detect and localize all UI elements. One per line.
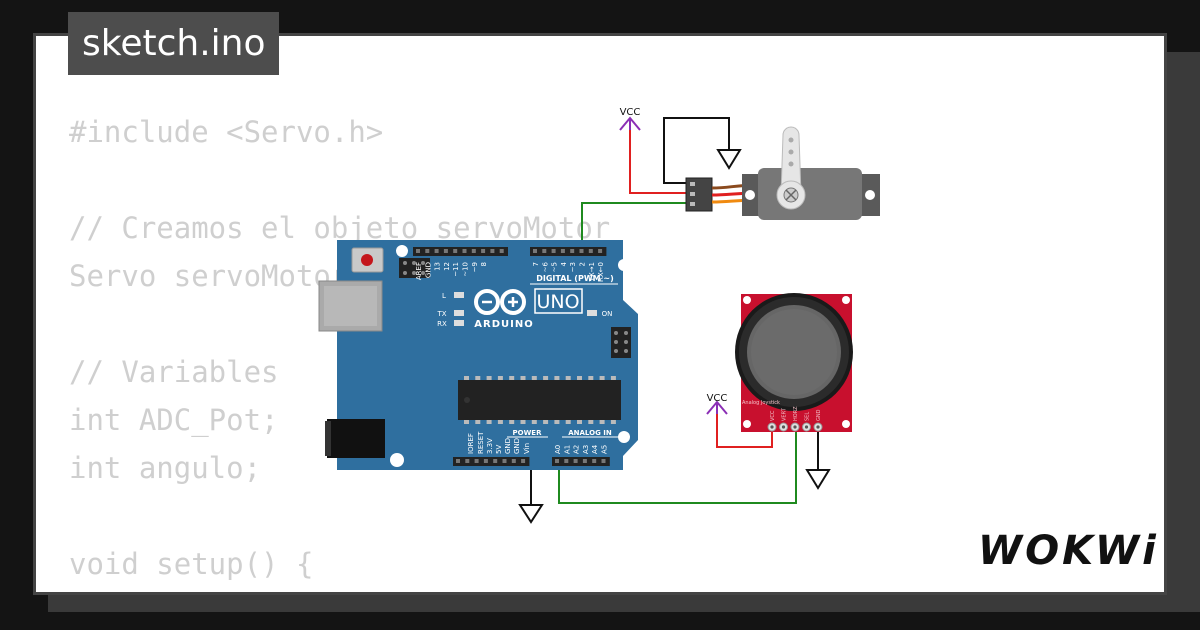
servo-vcc-wire [629,130,688,194]
digital-header-right [530,247,607,256]
servo-body [758,168,862,220]
analog-pin-label: A4 [591,444,599,454]
joystick-pin-label: GND [816,409,822,421]
analog-pin-label: A0 [554,445,562,454]
digital-pin-label: 2 [579,262,587,266]
power-pin-label: IOREF [467,433,475,454]
ground-symbol-arduino [518,504,544,524]
digital-pin-label: 13 [434,262,442,271]
digital-header-left [413,247,508,256]
led-on [587,310,597,316]
digital-pin-label: AREF [415,262,423,280]
joystick-signal-wire [558,428,797,504]
digital-pin-label: ~5 [551,262,559,272]
digital-pin-label: RX←0 [597,262,605,282]
power-label: POWER [513,429,543,437]
page-title: sketch.ino [68,12,280,75]
code-line: int ADC_Pot; [69,403,279,437]
power-pin-label: GND [513,438,521,454]
digital-pin-label: 12 [443,262,451,271]
servo-connector [685,177,713,212]
led-l-label: L [442,292,446,300]
servo-motor[interactable] [685,126,880,220]
code-line: void setup() { [69,547,314,581]
code-line: #include <Servo.h> [69,115,384,149]
digital-pin-label: ~6 [541,261,549,272]
joystick-pin-label: VCC [770,410,776,421]
digital-pin-label: 8 [480,262,488,266]
icsp-header-top [399,258,430,278]
vcc-symbol-servo: VCC [619,107,641,131]
analog-pin-label: A3 [582,445,590,454]
vcc-label-servo: VCC [620,107,641,118]
led-l [454,292,464,298]
dc-power-jack [327,419,385,458]
arduino-model: UNO [536,291,579,313]
atmega-chip [458,380,621,420]
power-pin-label: Vin [523,443,531,454]
digital-pin-label: GND [424,262,432,278]
analog-joystick[interactable]: Analog Joystick VCC VERT HORZ SEL GND [735,293,853,432]
code-line: int angulo; [69,451,262,485]
digital-pin-label: 7 [532,262,540,266]
vcc-label-joystick: VCC [707,393,728,404]
digital-pin-label: ~11 [452,262,460,277]
joystick-pins: VCC VERT HORZ SEL GND [767,406,823,432]
analog-pin-label: A1 [563,445,571,454]
led-rx-label: RX [437,320,447,328]
code-line: // Creamos el objeto servoMotor [69,211,611,245]
digital-pin-label: ~3 [569,262,577,272]
analog-pin-label: A2 [573,445,581,454]
joystick-vcc-wire [716,414,773,448]
reset-button-icon [361,254,373,266]
power-pin-label: GND [504,438,512,454]
servo-ground-wire [663,117,730,184]
power-pin-label: 3.3V [486,438,494,454]
joystick-pin-label: VERT [782,407,788,421]
code-line: // Variables [69,355,279,389]
led-tx-label: TX [436,310,446,318]
analog-header [552,457,610,466]
digital-label: DIGITAL (PWM ~) [536,274,614,283]
joystick-label: Analog Joystick [742,400,780,406]
digital-pin-label: 4 [560,261,568,266]
digital-pin-label: ~9 [471,262,479,272]
servo-signal-wire [581,202,688,249]
joystick-pin-label: SEL [805,412,811,421]
arduino-logo-icon [474,289,526,315]
arduino-brand: ARDUINO [474,319,533,330]
analog-pin-label: A5 [601,445,609,454]
power-pin-label: 5V [495,445,503,454]
ground-symbol-joystick [805,469,831,490]
led-on-label: ON [602,310,613,318]
vcc-symbol-joystick: VCC [706,393,728,415]
code-preview: #include <Servo.h> // Creamos el objeto s… [69,108,1064,592]
analog-label: ANALOG IN [568,429,612,437]
led-tx [454,310,464,316]
wokwi-logo: WOKWi [978,528,1159,574]
servo-horn [780,126,802,196]
power-pin-label: RESET [477,431,485,454]
power-header [453,457,530,466]
led-rx [454,320,464,326]
joystick-pin-label: HORZ [793,406,799,421]
digital-pin-label: TX→1 [588,262,596,282]
digital-pin-label: ~10 [462,262,470,277]
code-line: Servo servoMotor; [69,259,366,293]
ground-symbol-servo [716,149,742,170]
icsp-header-right [611,327,631,358]
